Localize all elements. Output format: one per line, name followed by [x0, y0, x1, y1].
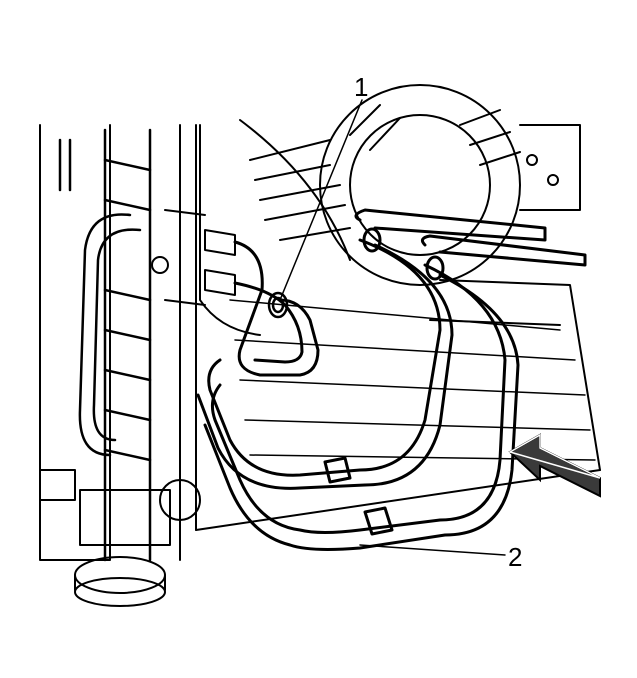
radiator-hose [58, 128, 152, 562]
view-direction-arrow [508, 433, 601, 498]
radiator-core [39, 124, 601, 561]
leader-line-2 [359, 544, 506, 556]
callout-label-1: 1 [354, 72, 369, 102]
cooler-hose-outlet [203, 227, 587, 551]
cooling-fan [199, 84, 521, 336]
outlet-fitting [39, 469, 201, 607]
cooler-line-fittings [151, 209, 236, 306]
cooler-line-seal [267, 291, 289, 319]
leader-lines [279, 99, 506, 556]
cooler-hose-inlet [196, 208, 547, 490]
left-bypass-tube [78, 213, 142, 457]
callout-label-2: 2 [508, 542, 523, 572]
leader-line-1 [279, 99, 363, 301]
cooler-line-upper [233, 240, 320, 377]
